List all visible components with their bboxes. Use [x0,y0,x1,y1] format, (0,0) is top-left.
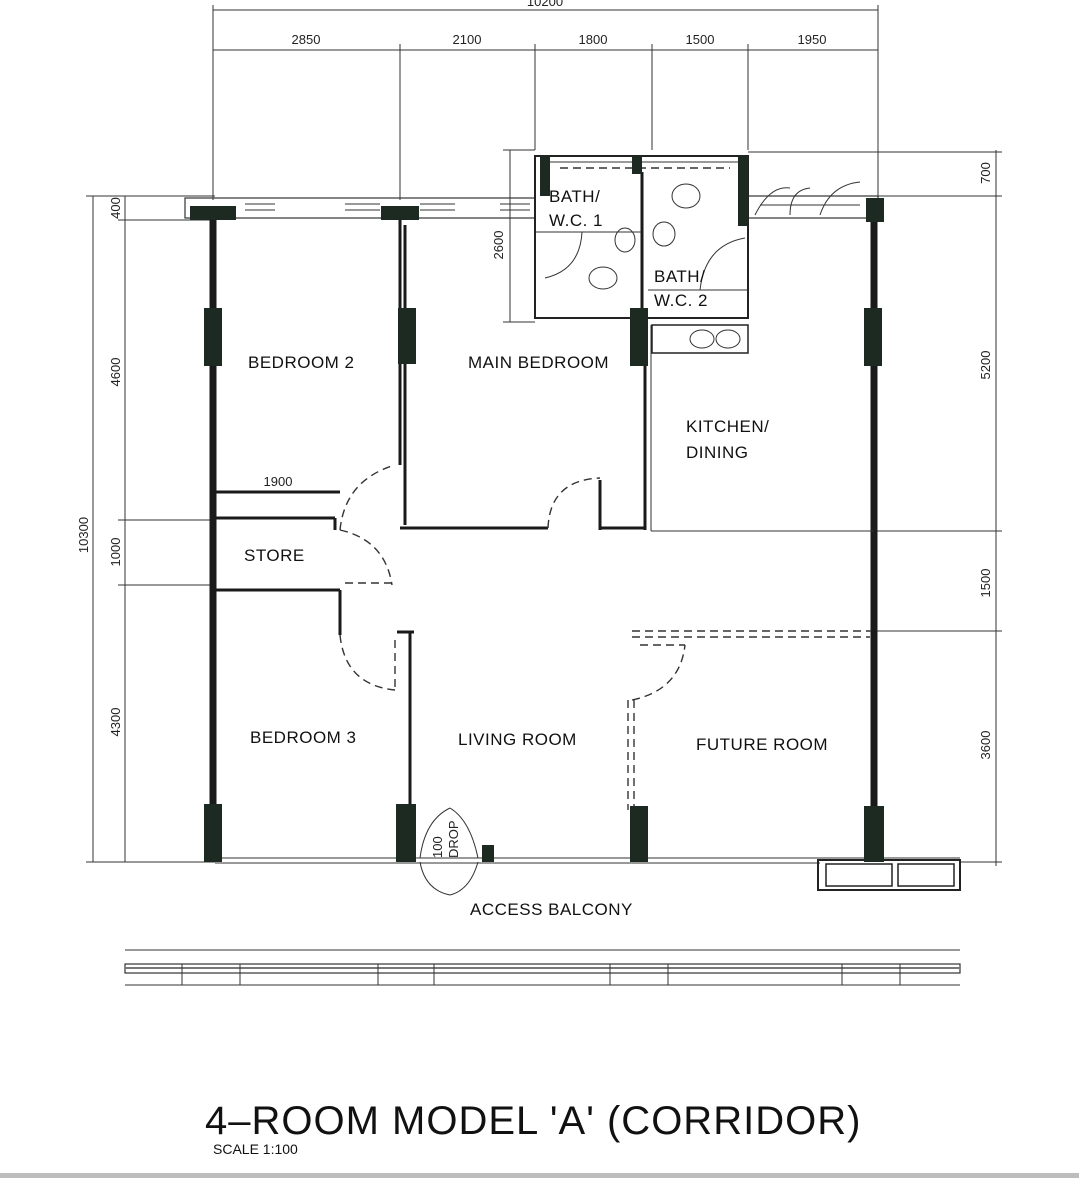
dim-left-overall: 10300 [76,517,91,553]
right-dimension-lines [652,150,1002,866]
label-bath-wc-2-a: BATH/ [654,267,705,286]
label-bedroom-3: BEDROOM 3 [250,728,357,747]
label-main-bedroom: MAIN BEDROOM [468,353,609,372]
label-drop-value: 100 [430,836,445,858]
plan-scale: SCALE 1:100 [213,1141,298,1157]
walls [184,155,961,891]
label-future-room: FUTURE ROOM [696,735,828,754]
dim-store-width: 1900 [264,474,293,489]
window-bottom-bar [0,1173,1079,1178]
door-swings [339,181,861,896]
access-balcony-rail [124,949,961,986]
label-bedroom-2: BEDROOM 2 [248,353,355,372]
fixtures [588,183,749,354]
dim-bath-height: 2600 [491,231,506,260]
dim-top-3: 1800 [579,32,608,47]
dim-top-1: 2850 [292,32,321,47]
dim-right-4: 3600 [978,731,993,760]
dim-right-2: 5200 [978,351,993,380]
bath-height-dimension [503,149,535,323]
left-dimension-lines [86,195,215,863]
structural-columns [190,156,884,862]
dim-top-4: 1500 [686,32,715,47]
label-bath-wc-2-b: W.C. 2 [654,291,708,310]
dim-right-1: 700 [978,162,993,184]
label-access-balcony: ACCESS BALCONY [470,900,633,919]
dim-left-4: 4300 [108,708,123,737]
top-dimension-lines [212,5,879,200]
label-bath-wc-1-b: W.C. 1 [549,211,603,230]
label-kitchen: KITCHEN/ [686,417,769,436]
dim-left-2: 4600 [108,358,123,387]
dim-top-2: 2100 [453,32,482,47]
dim-top-5: 1950 [798,32,827,47]
dim-right-3: 1500 [978,569,993,598]
label-drop: DROP [446,820,461,858]
dim-left-1: 400 [108,197,123,219]
label-store: STORE [244,546,305,565]
label-living-room: LIVING ROOM [458,730,577,749]
dim-left-3: 1000 [108,538,123,567]
plan-title: 4–ROOM MODEL 'A' (CORRIDOR) [205,1099,861,1143]
dim-top-overall: 10200 [527,0,563,9]
label-dining: DINING [686,443,749,462]
label-bath-wc-1-a: BATH/ [549,187,600,206]
